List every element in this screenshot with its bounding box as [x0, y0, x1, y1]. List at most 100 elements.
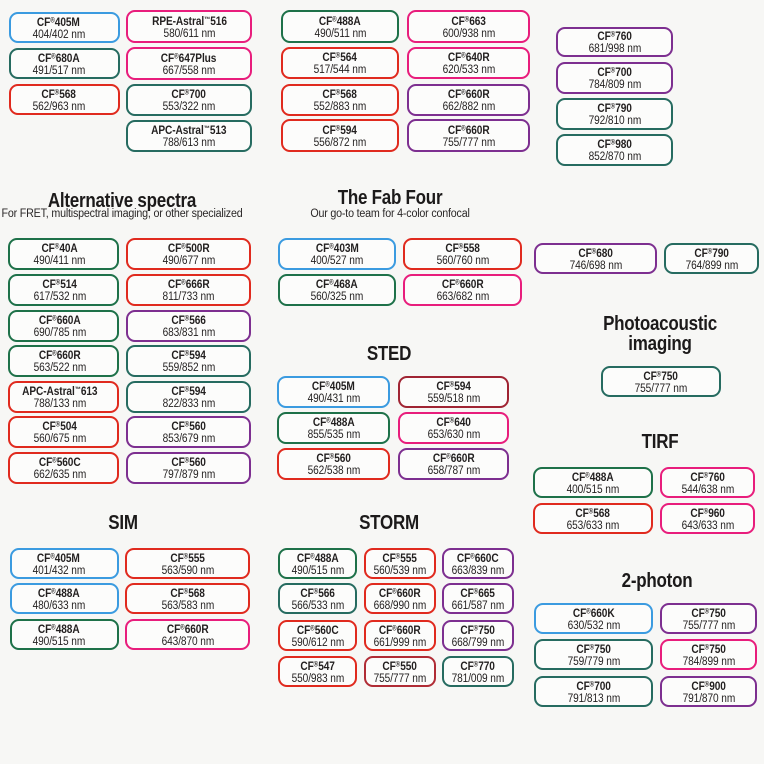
dye-name: CF®680A	[37, 52, 80, 65]
dye-wavelengths: 490/511 nm	[314, 27, 366, 40]
dye-wavelengths: 544/638 nm	[681, 483, 734, 496]
dye-wavelengths: 653/630 nm	[427, 429, 480, 441]
dye-name: CF®980	[597, 139, 632, 151]
dye-name: CF®40A	[41, 243, 78, 255]
dye-wavelengths: 667/558 nm	[162, 64, 216, 77]
dye-name: CF®488A	[37, 587, 80, 600]
dye-name: CF®760	[690, 471, 725, 484]
dye-name: CF®560	[171, 421, 206, 433]
dye-name: CF®488A	[312, 417, 355, 429]
dye-name: CF®558	[445, 243, 480, 255]
section-title-photoacoustic-imaging: Photoacoustic imaging	[603, 313, 717, 355]
dye-wavelengths: 855/535 nm	[307, 429, 360, 441]
dye-name: CF®560C	[38, 457, 81, 469]
dye-wavelengths: 746/698 nm	[569, 259, 622, 272]
dye-name: CF®488A	[319, 15, 361, 28]
dye-name: CF®760	[597, 31, 632, 43]
dye-name: CF®568	[575, 507, 611, 520]
dye-name: CF®660R	[441, 279, 484, 291]
dye-wavelengths: 658/787 nm	[427, 465, 480, 477]
section-title-two-photon: 2-photon	[621, 570, 693, 592]
dye-wavelengths: 559/518 nm	[427, 393, 480, 405]
dye-name: CF®750	[576, 643, 611, 656]
dye-name: CF®568	[170, 587, 205, 600]
dye-wavelengths: 792/810 nm	[588, 115, 641, 127]
dye-name: APC-Astral™613	[21, 386, 98, 398]
dye-wavelengths: 400/515 nm	[566, 483, 620, 496]
dye-wavelengths: 490/515 nm	[291, 564, 344, 577]
dye-name: CF®560	[171, 457, 206, 469]
dye-name: CF®566	[171, 315, 206, 327]
dye-wavelengths: 663/682 nm	[436, 291, 489, 303]
dye-wavelengths: 560/760 nm	[436, 255, 489, 267]
dye-name: CF®660R	[447, 124, 490, 137]
dye-wavelengths: 662/882 nm	[442, 101, 495, 113]
dye-wavelengths: 662/635 nm	[33, 469, 86, 481]
dye-wavelengths: 822/833 nm	[162, 398, 215, 410]
dye-wavelengths: 401/432 nm	[32, 564, 85, 577]
dye-name: CF®568	[322, 89, 358, 101]
dye-wavelengths: 600/938 nm	[442, 27, 495, 40]
section-title-sim: SIM	[108, 512, 138, 534]
dye-wavelengths: 668/799 nm	[451, 636, 505, 649]
dye-name: CF®960	[690, 507, 725, 520]
dye-wavelengths: 480/633 nm	[32, 599, 85, 612]
section-subtitle-alternative-spectra: For FRET, multispectral imaging, or othe…	[1, 208, 243, 220]
dye-wavelengths: 550/983 nm	[291, 672, 344, 685]
dye-name: CF®750	[691, 607, 726, 620]
dye-name: CF®547	[300, 660, 335, 673]
section-subtitle-fab-four: Our go-to team for 4-color confocal	[310, 208, 470, 220]
dye-wavelengths: 784/899 nm	[682, 655, 735, 668]
dye-name: CF®566	[300, 587, 335, 600]
dye-name: CF®700	[171, 89, 207, 101]
dye-wavelengths: 755/777 nm	[682, 619, 735, 632]
dye-wavelengths: 690/785 nm	[33, 327, 86, 339]
dye-name: CF®594	[436, 381, 471, 393]
dye-name: APC-Astral™513	[151, 125, 227, 137]
dye-name: CF®514	[42, 279, 77, 291]
dye-wavelengths: 788/613 nm	[162, 137, 216, 149]
dye-name: CF®405M	[37, 552, 80, 565]
dye-wavelengths: 764/899 nm	[685, 259, 738, 272]
dye-wavelengths: 630/532 nm	[567, 619, 620, 632]
section-title-sted: STED	[366, 343, 412, 365]
dye-wavelengths: 643/870 nm	[161, 635, 214, 648]
dye-wavelengths: 853/679 nm	[162, 433, 215, 445]
